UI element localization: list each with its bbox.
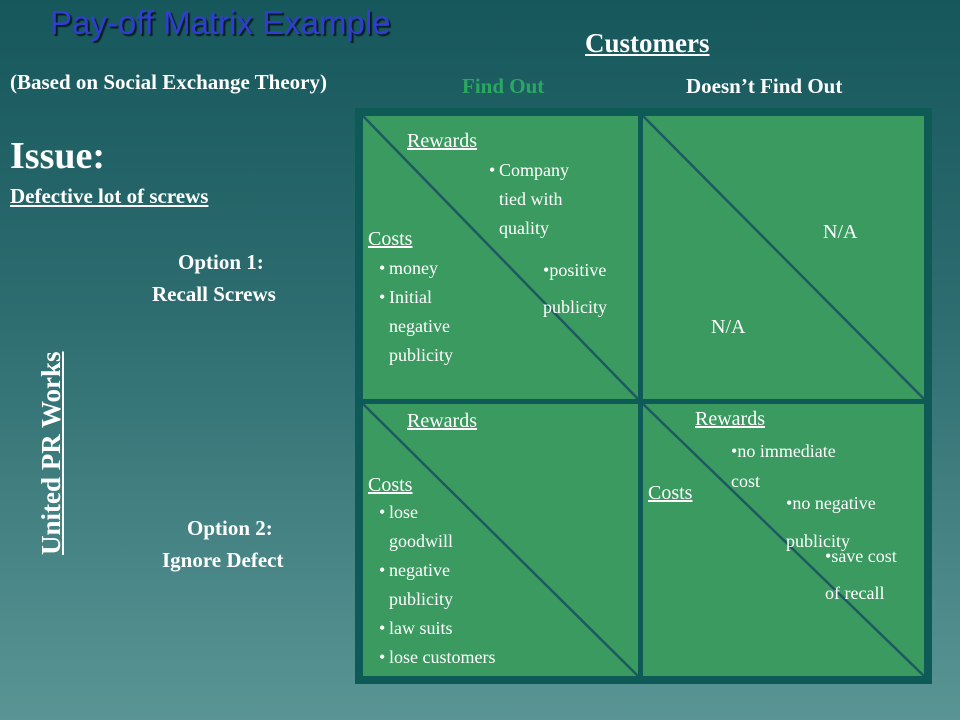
costs-label: Costs xyxy=(368,228,413,250)
issue-heading: Issue: xyxy=(10,135,106,177)
costs-list: •lose goodwill •negative publicity •law … xyxy=(379,498,495,672)
list-item: •no immediate xyxy=(731,441,836,461)
option2-line2: Ignore Defect xyxy=(162,548,284,572)
issue-text: Defective lot of screws xyxy=(10,184,209,208)
cell-diagonal xyxy=(363,116,638,399)
list-item: •no negative xyxy=(786,493,876,513)
option2-line1: Option 2: xyxy=(187,516,273,540)
list-item: •negative xyxy=(379,560,450,580)
costs-list: •money •Initial negative publicity xyxy=(379,254,453,370)
cell-diagonal xyxy=(363,404,638,676)
costs-label: Costs xyxy=(368,474,413,496)
rewards-list: •Company tied with quality xyxy=(489,156,569,243)
option1-line2: Recall Screws xyxy=(152,282,276,306)
subtitle: (Based on Social Exchange Theory) xyxy=(10,70,327,94)
rewards-list-2: •positive publicity xyxy=(543,252,607,326)
list-item: publicity xyxy=(786,531,850,551)
list-item: negative xyxy=(389,316,450,336)
cell-ignore-find-out: Rewards Costs •lose goodwill •negative p… xyxy=(363,404,638,676)
list-item: cost xyxy=(731,471,760,491)
list-item: •law suits xyxy=(379,618,453,638)
na-upper: N/A xyxy=(823,221,858,243)
costs-label: Costs xyxy=(648,482,693,504)
option1-line1: Option 1: xyxy=(178,250,264,274)
list-item: •positive xyxy=(543,260,607,280)
rewards-label: Rewards xyxy=(407,410,477,432)
list-item: goodwill xyxy=(389,531,454,551)
list-item: •Initial xyxy=(379,287,432,307)
list-item: •save cost xyxy=(825,546,897,566)
rewards-label: Rewards xyxy=(695,408,765,430)
rewards-list: •no immediate cost xyxy=(731,436,836,496)
rewards-list-3: •save cost of recall xyxy=(825,538,897,612)
rewards-list-2: •no negative publicity xyxy=(786,484,876,560)
list-item: quality xyxy=(499,218,549,238)
list-item: •Company xyxy=(489,160,569,180)
cell-recall-doesnt-find-out: N/A N/A xyxy=(643,116,924,399)
na-lower: N/A xyxy=(711,316,746,338)
list-item: •lose xyxy=(379,502,418,522)
payoff-matrix: Rewards •Company tied with quality •posi… xyxy=(355,108,932,684)
cell-recall-find-out: Rewards •Company tied with quality •posi… xyxy=(363,116,638,399)
list-item: tied with xyxy=(499,189,563,209)
page-title: Pay-off Matrix Example xyxy=(50,4,391,41)
list-item: of recall xyxy=(825,583,885,603)
column-find-out: Find Out xyxy=(462,74,545,98)
row-axis-label: United PR Works xyxy=(36,351,66,555)
cell-ignore-doesnt-find-out: Rewards •no immediate cost •no negative … xyxy=(643,404,924,676)
list-item: publicity xyxy=(389,345,453,365)
list-item: •lose customers xyxy=(379,647,496,667)
rewards-label: Rewards xyxy=(407,130,477,152)
list-item: publicity xyxy=(389,589,453,609)
customers-header: Customers xyxy=(585,28,710,58)
cell-diagonal xyxy=(643,116,924,399)
list-item: •money xyxy=(379,258,438,278)
cell-diagonal xyxy=(643,404,924,676)
list-item: publicity xyxy=(543,297,607,317)
column-doesnt-find-out: Doesn’t Find Out xyxy=(686,74,843,98)
